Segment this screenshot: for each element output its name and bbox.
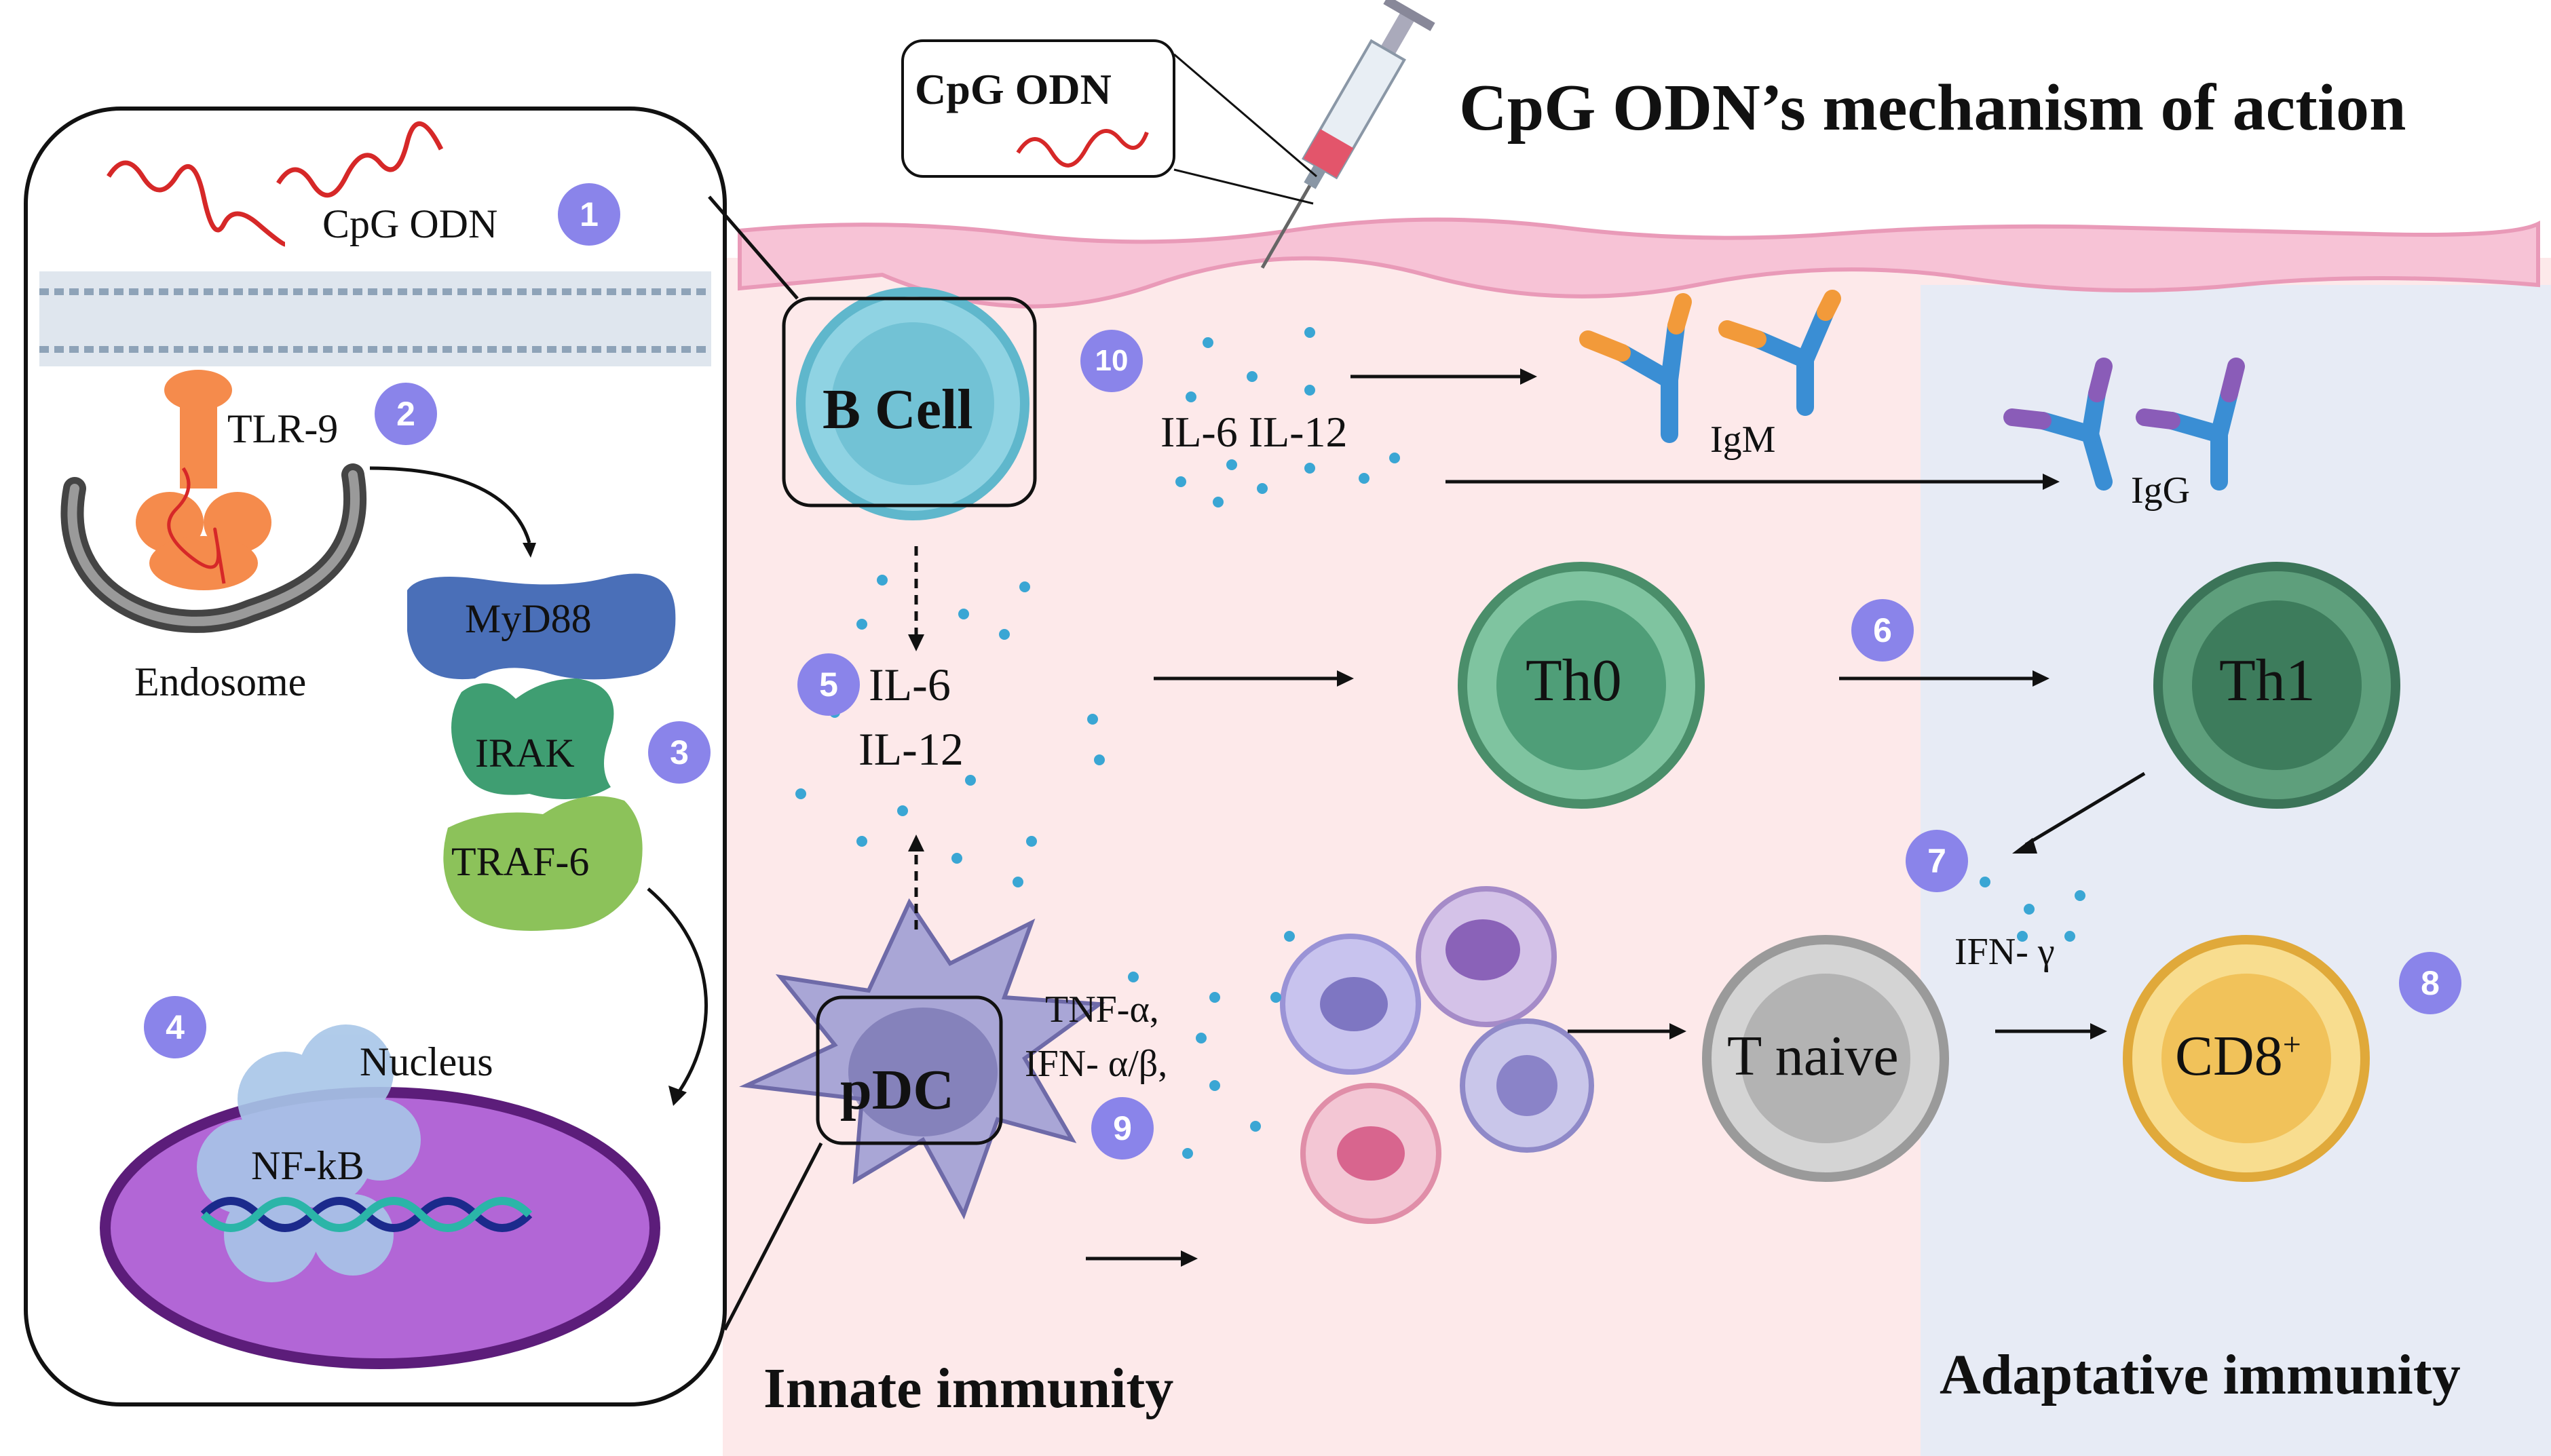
cytokine-dots <box>795 327 2085 1159</box>
step-badge-10: 10 <box>1080 330 1143 392</box>
cd8-cell-icon <box>2123 935 2370 1182</box>
th1-cell-icon <box>2153 562 2400 809</box>
syringe-icon <box>1260 0 1435 269</box>
diagram-title: CpG ODN’s mechanism of action <box>1459 71 2406 145</box>
step-badge-6: 6 <box>1851 599 1914 662</box>
myd88-protein-icon <box>407 573 676 680</box>
arrow <box>2024 771 2146 847</box>
igg-antibody-icon <box>2003 358 2245 491</box>
step-badge-7: 7 <box>1906 830 1968 892</box>
pdc-label: pDC <box>840 1058 955 1122</box>
cd8-label: CD8+ <box>2175 1024 2301 1088</box>
step-badge-2: 2 <box>375 383 437 445</box>
adaptive-immunity-label: Adaptative immunity <box>1940 1343 2461 1406</box>
step-badge-8: 8 <box>2399 952 2461 1014</box>
t-naive-label: T naive <box>1727 1024 1899 1088</box>
inset-cpg-label: CpG ODN <box>322 202 498 246</box>
t-naive-cell-icon <box>1702 935 1949 1182</box>
dna-helix-icon <box>200 1197 533 1232</box>
step-badge-5: 5 <box>797 653 860 716</box>
cpg-strand-icon <box>276 121 444 198</box>
ifn-gamma-label: IFN- γ <box>1954 931 2055 973</box>
igm-label: IgM <box>1710 419 1776 461</box>
pdc-frame <box>816 995 1003 1145</box>
b-cell-label: B Cell <box>823 378 973 441</box>
irak-protein-icon <box>451 678 614 799</box>
signal-arrow <box>369 466 531 543</box>
ifn-alpha-beta-label: IFN- α/β, <box>1025 1043 1168 1085</box>
skin-layer <box>738 217 2540 309</box>
callout-label: CpG ODN <box>915 65 1112 113</box>
cpg-callout-box <box>901 39 1175 178</box>
innate-effector-cells-icon <box>1280 886 1594 1224</box>
cpg-strand-icon <box>1016 129 1149 168</box>
il12-label: IL-12 <box>858 723 964 775</box>
nfkb-label: NF-kB <box>251 1143 364 1188</box>
th1-label: Th1 <box>2219 648 2316 714</box>
nucleus-label: Nucleus <box>360 1039 493 1084</box>
tnf-alpha-label: TNF-α, <box>1045 989 1159 1031</box>
b-cell-frame <box>782 296 1037 507</box>
il6-label: IL-6 <box>869 659 951 710</box>
step-badge-4: 4 <box>144 996 206 1058</box>
inset-connector-top <box>708 195 799 300</box>
endosome-label: Endosome <box>134 659 307 704</box>
b-cell-icon <box>796 287 1029 520</box>
inset-connector-bottom <box>723 1142 823 1331</box>
step-badge-1: 1 <box>558 183 620 246</box>
irak-label: IRAK <box>475 731 575 775</box>
igm-antibody-icon <box>1579 290 1841 443</box>
traf6-label: TRAF-6 <box>451 839 590 884</box>
th0-cell-icon <box>1458 562 1705 809</box>
adaptive-region <box>1921 285 2551 1456</box>
cell-membrane <box>39 271 711 366</box>
bcell-cytokines-label: IL-6 IL-12 <box>1160 408 1348 456</box>
th0-label: Th0 <box>1526 648 1622 714</box>
signal-arrow <box>647 887 708 1094</box>
tlr9-label: TLR-9 <box>227 406 339 451</box>
step-badge-3: 3 <box>648 721 711 784</box>
innate-immunity-label: Innate immunity <box>763 1357 1174 1420</box>
step-badge-9: 9 <box>1091 1097 1154 1160</box>
myd88-label: MyD88 <box>465 596 592 641</box>
cpg-strand-icon <box>107 160 286 247</box>
traf6-protein-icon <box>443 796 643 931</box>
igg-label: IgG <box>2131 470 2191 512</box>
nfkb-complex-icon <box>197 1024 421 1282</box>
tlr9-receptor-icon <box>136 370 271 590</box>
